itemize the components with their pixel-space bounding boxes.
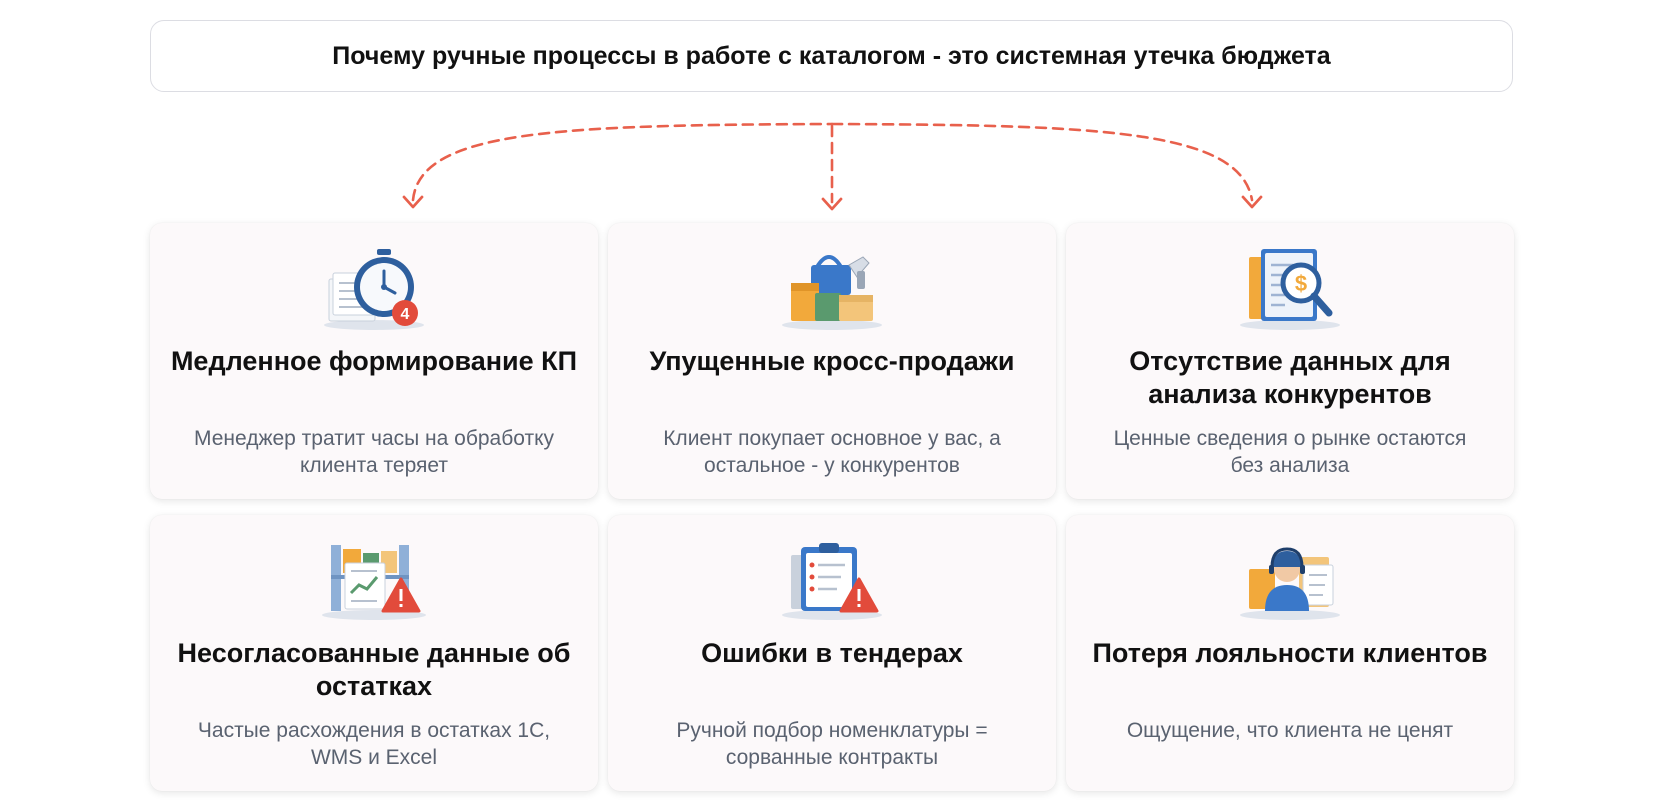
card-description: Ручной подбор номенклатуры = сорванные к… xyxy=(676,719,988,769)
magnifier-dollar-report-icon: $ xyxy=(1240,249,1340,330)
connector-left xyxy=(411,122,834,202)
card-loyalty-loss: Потеря лояльности клиентов Ощущение, что… xyxy=(1066,515,1514,791)
card-slow-proposal: 4 Медленное формирование КП Менеджер тра… xyxy=(150,223,598,499)
card-description: Ощущение, что клиента не ценят xyxy=(1126,719,1454,742)
card-title: Потеря лояльности клиентов xyxy=(1092,638,1488,668)
notification-badge-count: 4 xyxy=(401,306,410,323)
card-description: Ценные сведения о рынке остаются без ана… xyxy=(1113,427,1467,477)
stopwatch-documents-icon: 4 xyxy=(324,249,424,330)
card-title: Медленное формирование КП xyxy=(170,346,578,376)
customer-support-icon xyxy=(1240,547,1340,620)
card-no-competitor-data: $ Отсутствие данных для анализа конкурен… xyxy=(1066,223,1514,499)
card-description: Менеджер тратит часы на обработку клиент… xyxy=(193,427,555,477)
page-title-box: Почему ручные процессы в работе с катало… xyxy=(150,20,1513,92)
card-title: Ошибки в тендерах xyxy=(701,638,963,668)
card-missed-cross-sales: Упущенные кросс-продажи Клиент покупает … xyxy=(608,223,1056,499)
card-title: Упущенные кросс-продажи xyxy=(649,346,1015,376)
card-description: Частые расхождения в остатках 1С, WMS и … xyxy=(197,719,551,769)
warehouse-warning-icon xyxy=(322,545,426,620)
card-title: Несогласованные данные об остатках xyxy=(177,638,571,701)
connector-right xyxy=(830,122,1254,202)
arrowhead-center xyxy=(821,197,843,211)
card-description: Клиент покупает основное у вас, а осталь… xyxy=(663,427,1001,477)
card-inconsistent-stock: Несогласованные данные об остатках Часты… xyxy=(150,515,598,791)
card-tender-errors: Ошибки в тендерах Ручной подбор номенкла… xyxy=(608,515,1056,791)
arrowhead-left xyxy=(402,195,424,209)
clipboard-warning-icon xyxy=(782,543,882,620)
svg-text:$: $ xyxy=(1295,271,1307,296)
arrowhead-right xyxy=(1241,195,1263,209)
page-title: Почему ручные процессы в работе с катало… xyxy=(332,41,1331,70)
shopping-boxes-icon xyxy=(782,255,882,330)
card-title: Отсутствие данных для анализа конкуренто… xyxy=(1129,346,1451,409)
